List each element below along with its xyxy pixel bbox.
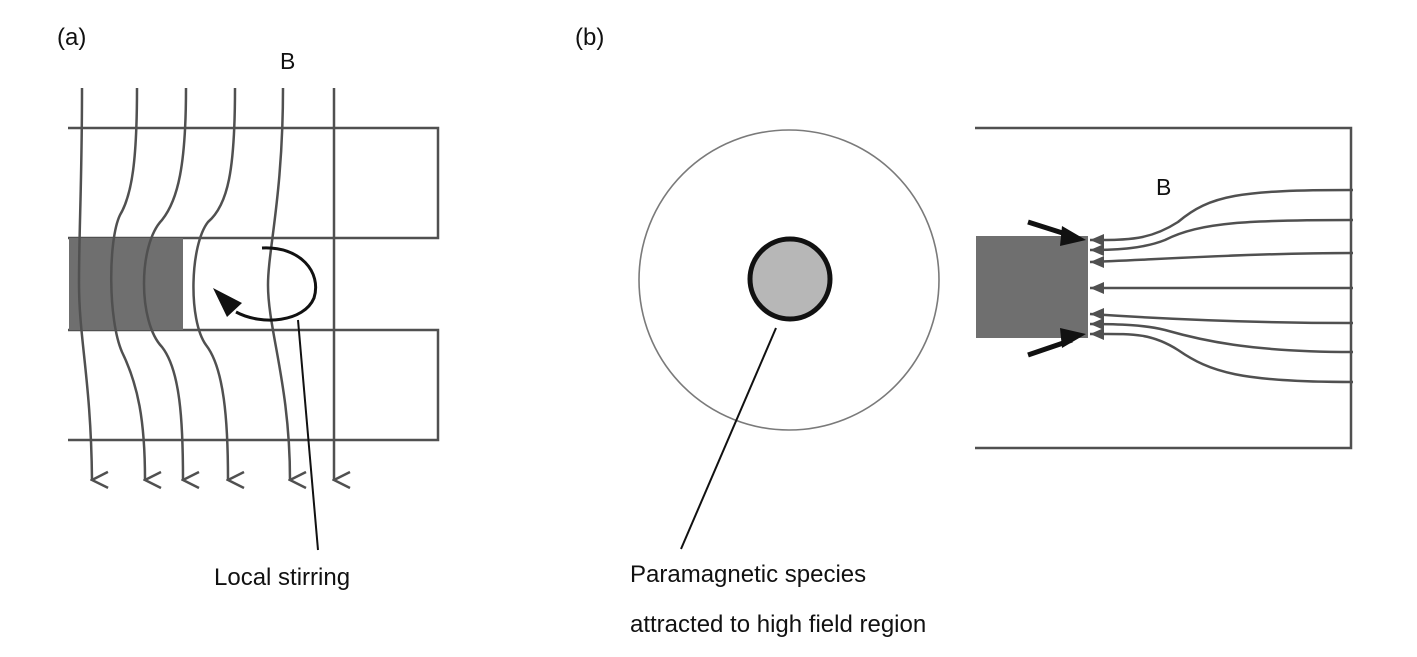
field-line (77, 87, 92, 480)
field-line (142, 87, 186, 480)
arrow-icon (1027, 328, 1086, 358)
field-line (1089, 188, 1354, 242)
field-line (1089, 332, 1354, 384)
paramagnetic-particle (747, 236, 833, 322)
field-line (1089, 218, 1354, 252)
caption-pointer-b (680, 327, 777, 550)
panel-a: (a) B Local stirring (57, 24, 440, 591)
field-lines-a (77, 87, 334, 480)
electrode-b (976, 236, 1088, 338)
panel-a-label: (a) (57, 24, 86, 51)
field-line (1089, 322, 1354, 354)
electrode-a (69, 238, 183, 330)
cell-top-view (638, 129, 940, 431)
panel-b-caption-line2: attracted to high field region (630, 611, 926, 638)
arrow-icon (1027, 219, 1086, 246)
cell-frame-a (68, 126, 440, 442)
field-line (192, 87, 235, 480)
stirring-loop-icon (213, 246, 318, 322)
panel-b-label: (b) (575, 24, 604, 51)
high-field-arrows (1027, 219, 1086, 358)
field-arrowheads-b (1090, 234, 1104, 340)
field-lines-b (1089, 188, 1354, 384)
panel-b: (b) B (575, 24, 1354, 638)
field-line (1089, 251, 1354, 264)
panel-a-caption: Local stirring (214, 564, 350, 591)
field-line (110, 87, 145, 480)
field-line (1089, 312, 1354, 325)
panel-b-caption-line1: Paramagnetic species (630, 561, 866, 588)
field-line (266, 87, 290, 480)
panel-b-field-label: B (1156, 174, 1171, 200)
panel-a-field-label: B (280, 48, 295, 74)
caption-pointer-a (297, 319, 319, 551)
